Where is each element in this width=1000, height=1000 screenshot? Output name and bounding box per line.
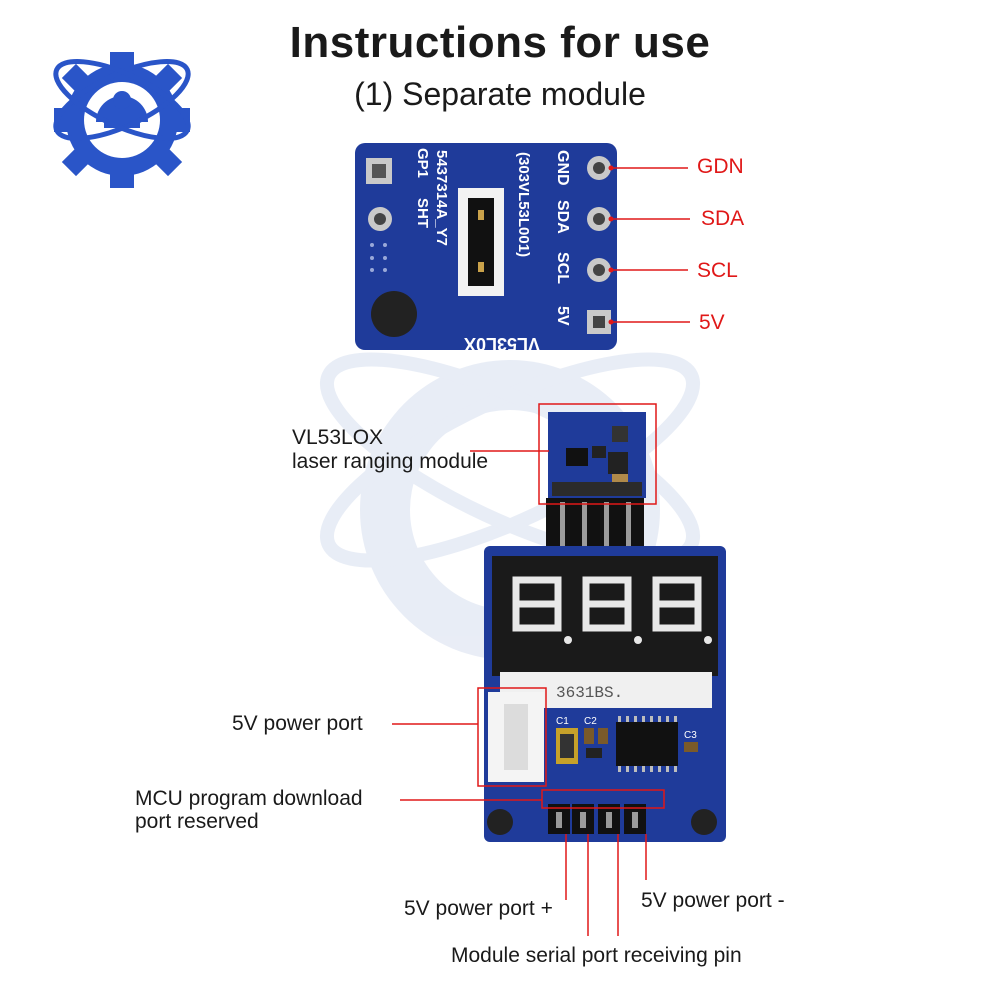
callout-module-name: VL53LOX	[292, 426, 384, 449]
pin-label-5v: 5V	[699, 311, 725, 334]
callout-serial-rx: Module serial port receiving pin	[451, 944, 742, 967]
sensor-board: GP1 SHT 5437314A_Y7 (303VL53L001) GND SD…	[355, 143, 617, 354]
silk-pin-scl: SCL	[554, 252, 571, 284]
callout-power-plus: 5V power port +	[404, 897, 553, 920]
silk-c1: C1	[556, 716, 569, 727]
callout-module-desc: laser ranging module	[292, 450, 489, 473]
seven-segment-display	[512, 576, 702, 632]
silk-chip-code: (303VL53L001)	[515, 152, 532, 257]
silk-model: VL53L0X	[464, 334, 540, 354]
laser-module	[546, 412, 646, 552]
pin-label-sda: SDA	[701, 207, 745, 230]
silk-lot-code: 5437314A_Y7	[433, 150, 450, 246]
callout-power-minus: 5V power port -	[641, 889, 785, 912]
silk-sht: SHT	[414, 198, 431, 228]
silk-gp1: GP1	[414, 148, 431, 178]
silk-pin-gnd: GND	[554, 150, 571, 186]
silk-pin-5v: 5V	[554, 306, 571, 326]
silk-pin-sda: SDA	[554, 200, 571, 234]
callout-power-port: 5V power port	[232, 712, 363, 735]
silk-c2: C2	[584, 716, 597, 727]
display-board: 3631BS. C1 C2 C3	[484, 546, 726, 842]
page-subtitle: (1) Separate module	[354, 76, 646, 112]
page-title: Instructions for use	[289, 18, 711, 67]
callout-mcu-line1: MCU program download	[135, 787, 363, 810]
callout-mcu-line2: port reserved	[135, 810, 259, 833]
pin-label-gdn: GDN	[697, 155, 744, 178]
pin-label-scl: SCL	[697, 259, 738, 282]
silk-c3: C3	[684, 730, 697, 741]
display-part-number: 3631BS.	[556, 684, 623, 702]
